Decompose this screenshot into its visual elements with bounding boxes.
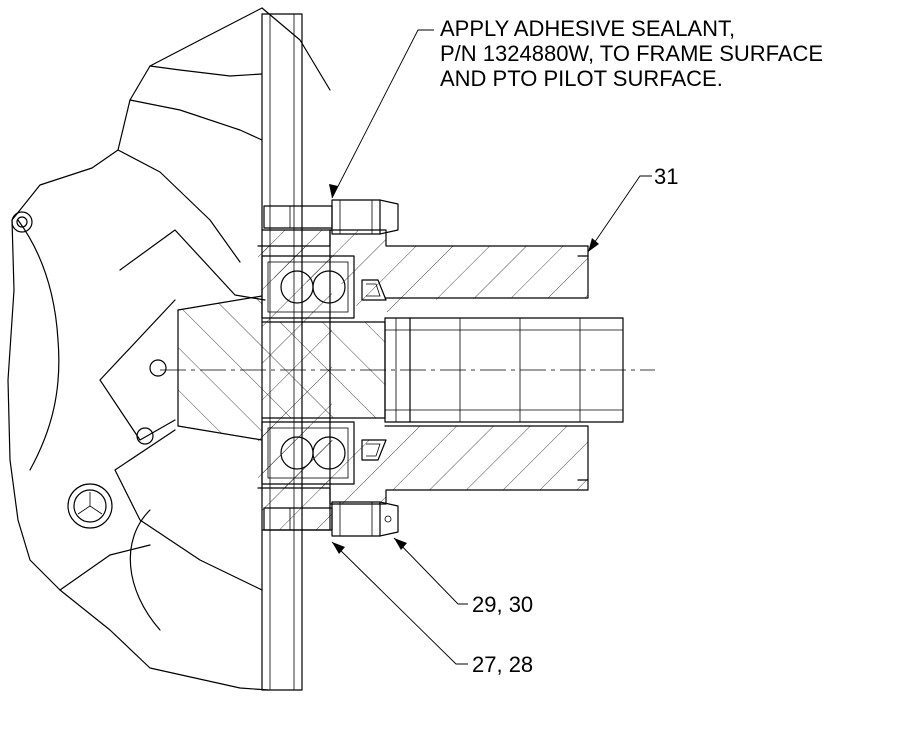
upper-bearing <box>261 255 387 319</box>
callout-31: 31 <box>654 164 679 189</box>
sealant-note-line-1: APPLY ADHESIVE SEALANT, <box>440 16 736 41</box>
callout-27-28: 27, 28 <box>472 652 534 677</box>
upper-cap-screw <box>263 199 399 235</box>
plug-icon <box>67 483 113 529</box>
sealant-note: APPLY ADHESIVE SEALANT, P/N 1324880W, TO… <box>440 16 823 91</box>
lower-bearing <box>261 421 387 485</box>
engine-housing <box>7 7 331 691</box>
lower-cap-screw <box>263 501 399 537</box>
callout-29-30: 29, 30 <box>472 592 534 617</box>
sealant-note-line-2: P/N 1324880W, TO FRAME SURFACE <box>440 41 824 66</box>
leader-lines <box>329 29 652 665</box>
sealant-note-line-3: AND PTO PILOT SURFACE. <box>440 66 723 91</box>
